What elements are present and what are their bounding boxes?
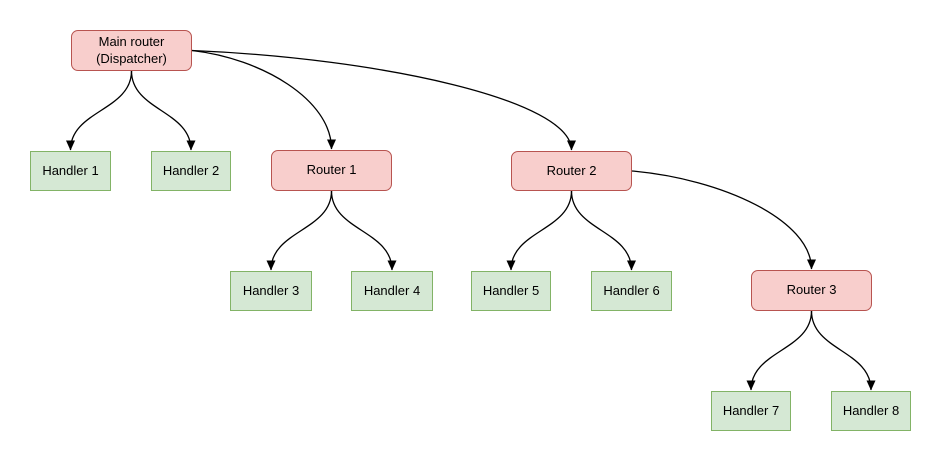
node-label: Handler 4 bbox=[363, 282, 421, 298]
node-handler-3: Handler 3 bbox=[230, 271, 312, 311]
edge-main-router-to-router-1 bbox=[191, 49, 336, 150]
node-handler-6: Handler 6 bbox=[591, 271, 672, 311]
node-main-router-dispatcher: Main router (Dispatcher) bbox=[71, 30, 192, 71]
node-label: Handler 7 bbox=[722, 402, 780, 418]
edge-main-router-to-router-2 bbox=[191, 49, 576, 151]
node-label: Router 3 bbox=[786, 282, 837, 298]
node-router-2: Router 2 bbox=[511, 151, 632, 191]
node-handler-5: Handler 5 bbox=[471, 271, 551, 311]
node-handler-7: Handler 7 bbox=[711, 391, 791, 431]
node-handler-2: Handler 2 bbox=[151, 151, 231, 191]
node-router-1: Router 1 bbox=[271, 150, 392, 191]
edge-router-2-to-handler-6 bbox=[570, 190, 636, 271]
node-label: Handler 6 bbox=[603, 282, 660, 298]
edge-router-2-to-handler-5 bbox=[506, 190, 573, 271]
node-label: Handler 5 bbox=[482, 282, 540, 298]
node-label: Handler 2 bbox=[162, 162, 220, 178]
edge-router-2-to-router-3 bbox=[631, 170, 816, 270]
node-label: Handler 1 bbox=[42, 162, 99, 178]
edge-main-router-to-handler-2 bbox=[130, 70, 196, 151]
edge-router-3-to-handler-7 bbox=[746, 310, 813, 391]
edge-router-1-to-handler-3 bbox=[266, 190, 333, 271]
edge-main-router-to-handler-1 bbox=[66, 70, 133, 151]
node-label: Router 2 bbox=[546, 162, 597, 178]
node-handler-4: Handler 4 bbox=[351, 271, 433, 311]
node-label: Handler 8 bbox=[842, 402, 900, 418]
edge-router-1-to-handler-4 bbox=[330, 190, 397, 271]
node-label: Router 1 bbox=[306, 162, 357, 178]
node-router-3: Router 3 bbox=[751, 270, 872, 311]
node-label: Handler 3 bbox=[242, 282, 300, 298]
node-handler-1: Handler 1 bbox=[30, 151, 111, 191]
node-handler-8: Handler 8 bbox=[831, 391, 911, 431]
edge-router-3-to-handler-8 bbox=[810, 310, 876, 391]
node-label: Main router (Dispatcher) bbox=[96, 33, 167, 66]
